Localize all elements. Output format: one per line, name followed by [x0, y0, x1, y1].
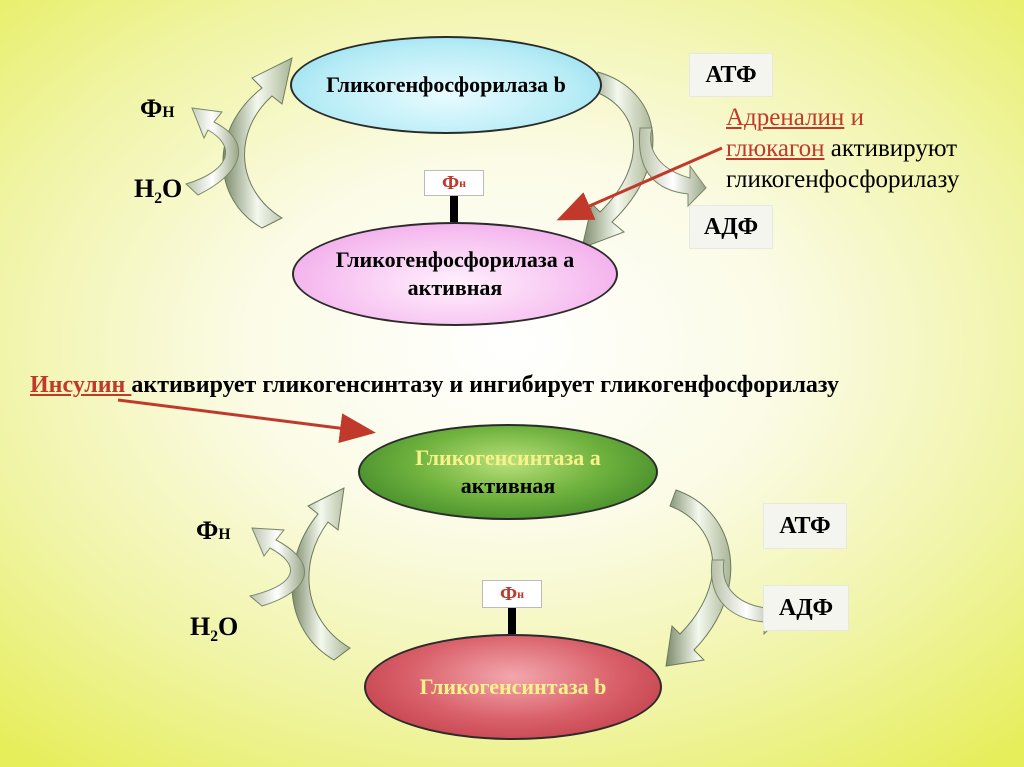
- top-adp-box: АДФ: [690, 206, 772, 248]
- top-phosphate-stick: [450, 196, 458, 222]
- bottom-left-arrow-out: [248, 527, 305, 607]
- top-left-arrow-out: [185, 107, 239, 196]
- synthase-b-label: Гликогенсинтаза b: [419, 674, 607, 699]
- synthase-a-line1: Гликогенсинтаза а: [415, 445, 601, 470]
- top-right-arrow-down: [581, 71, 654, 249]
- bottom-phosphate-stick: [508, 608, 516, 634]
- synthase-b-ellipse: Гликогенсинтаза b: [364, 634, 662, 740]
- bottom-right-arrow-down: [665, 489, 732, 667]
- bottom-atp-box: АТФ: [764, 504, 846, 548]
- top-atp-box: АТФ: [690, 54, 772, 96]
- top-right-curved-arrows: [581, 71, 707, 249]
- insulin-label: Инсулин: [30, 372, 132, 398]
- top-atp-label: АТФ: [705, 61, 757, 88]
- top-right-arrow-adp: [638, 127, 707, 208]
- hormone-target-label: гликогенфосфорилазу: [726, 166, 960, 193]
- glucagon-label: глюкагон: [726, 135, 825, 162]
- top-adp-label: АДФ: [703, 213, 759, 240]
- phosphorylase-a-ellipse: Гликогенфосфорилаза а активная: [292, 222, 618, 326]
- insulin-pointer-arrow: [117, 398, 376, 444]
- phosphorylase-a-line1: Гликогенфосфорилаза а: [335, 247, 575, 272]
- bottom-atp-label: АТФ: [779, 512, 831, 539]
- synthase-a-ellipse: Гликогенсинтаза а активная: [358, 424, 658, 520]
- phosphorylase-b-ellipse: Гликогенфосфорилаза b: [290, 36, 602, 134]
- hormone-text: Адреналин и глюкагон активируют гликоген…: [726, 102, 1016, 195]
- top-left-water-label: Н2О: [134, 174, 183, 208]
- insulin-sentence: Инсулин активирует гликогенсинтазу и инг…: [30, 372, 839, 399]
- bottom-adp-box: АДФ: [764, 586, 848, 630]
- bottom-left-arrow-up: [291, 487, 351, 661]
- top-left-arrow-up: [222, 57, 293, 229]
- bottom-left-water-label: Н2О: [190, 612, 239, 646]
- bottom-adp-label: АДФ: [778, 594, 834, 621]
- synthase-a-line2: активная: [460, 473, 556, 498]
- phosphorylase-b-label: Гликогенфосфорилаза b: [326, 72, 566, 97]
- insulin-sentence-rest: активирует гликогенсинтазу и ингибирует …: [131, 372, 840, 398]
- hormone-pointer-arrow: [556, 146, 723, 221]
- bottom-left-curved-arrows: [248, 487, 351, 661]
- phosphorylase-a-line2: активная: [407, 275, 503, 300]
- bottom-left-phosphate-label: ФН: [196, 516, 231, 545]
- top-left-phosphate-label: ФН: [140, 94, 175, 123]
- adrenaline-label: Адреналин: [726, 104, 845, 131]
- top-left-curved-arrows: [185, 57, 293, 229]
